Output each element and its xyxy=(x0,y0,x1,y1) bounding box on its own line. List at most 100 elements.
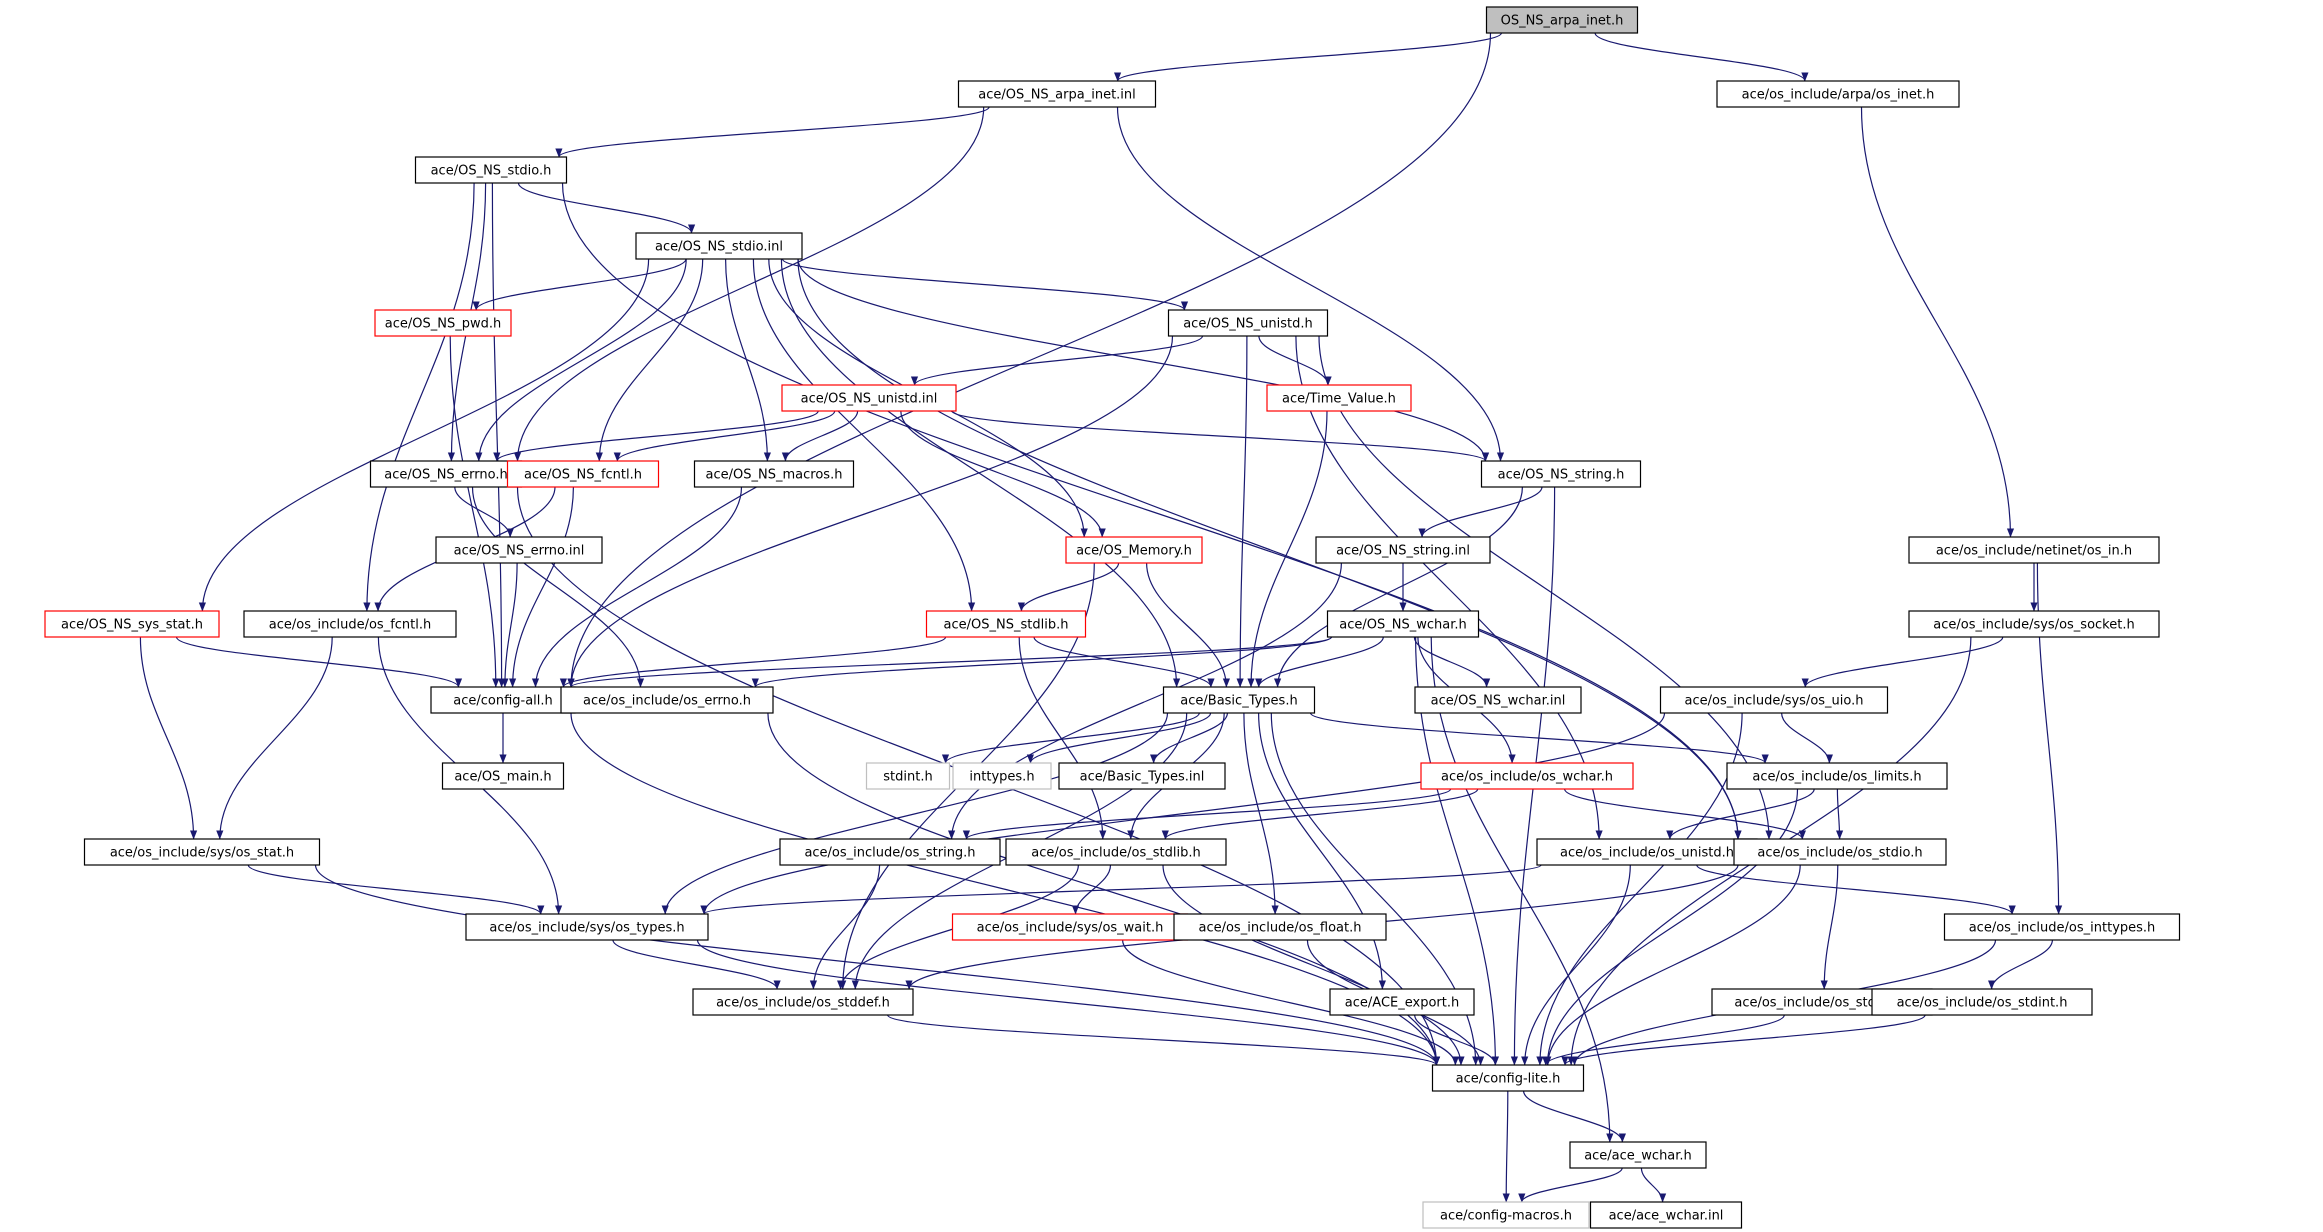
node-box xyxy=(1167,309,1329,337)
node-os-types[interactable]: ace/os_include/sys/os_types.h xyxy=(465,913,709,941)
node-config-macros[interactable]: ace/config-macros.h xyxy=(1422,1201,1590,1229)
node-ace-wchar[interactable]: ace/ace_wchar.h xyxy=(1569,1141,1707,1169)
node-label: ace/Time_Value.h xyxy=(1282,392,1396,407)
node-label: OS_NS_arpa_inet.h xyxy=(1501,14,1624,29)
node-netinet-in[interactable]: ace/os_include/netinet/os_in.h xyxy=(1908,536,2160,564)
node-box xyxy=(1420,762,1634,790)
edge-basic-types-to-inttypes-h xyxy=(1026,712,1212,764)
node-label: ace/os_include/os_stddef.h xyxy=(716,996,890,1011)
node-errno-h[interactable]: ace/OS_NS_errno.h xyxy=(369,460,523,488)
node-box xyxy=(957,80,1157,108)
nodes-layer: OS_NS_arpa_inet.h ace/OS_NS_arpa_inet.inl… xyxy=(44,6,2181,1229)
node-label: ace/os_include/sys/os_stat.h xyxy=(110,846,294,861)
edge-os-fcntl-to-os-sys-stat xyxy=(216,636,333,840)
node-os-stdio[interactable]: ace/os_include/os_stdio.h xyxy=(1733,838,1947,866)
node-basic-types[interactable]: ace/Basic_Types.h xyxy=(1162,686,1316,714)
node-string-h[interactable]: ace/OS_NS_string.h xyxy=(1480,460,1642,488)
edge-basic-types-to-ace-export xyxy=(1258,712,1386,990)
node-os-wchar[interactable]: ace/os_include/os_wchar.h xyxy=(1420,762,1634,790)
node-arpa-inl[interactable]: ace/OS_NS_arpa_inet.inl xyxy=(957,80,1157,108)
node-ace-wchar-inl[interactable]: ace/ace_wchar.inl xyxy=(1589,1201,1743,1229)
node-pwd[interactable]: ace/OS_NS_pwd.h xyxy=(374,309,512,337)
node-label: ace/OS_NS_unistd.h xyxy=(1183,317,1313,332)
node-box xyxy=(779,838,1001,866)
edge-basic-types-to-os-limits xyxy=(1309,712,1769,764)
edge-os-inttypes-to-os-stdint xyxy=(1988,939,2053,990)
node-box xyxy=(1315,536,1491,564)
node-os-stddef[interactable]: ace/os_include/os_stddef.h xyxy=(692,988,914,1016)
node-config-lite[interactable]: ace/config-lite.h xyxy=(1431,1064,1585,1092)
node-inttypes-h[interactable]: inttypes.h xyxy=(952,762,1052,790)
node-os-fcntl[interactable]: ace/os_include/os_fcntl.h xyxy=(243,610,457,638)
edge-stdlib-h-to-config-all xyxy=(559,636,947,688)
node-config-all[interactable]: ace/config-all.h xyxy=(430,686,576,714)
node-box xyxy=(865,762,951,790)
node-os-inttypes[interactable]: ace/os_include/os_inttypes.h xyxy=(1943,913,2181,941)
edge-ace-wchar-to-ace-wchar-inl xyxy=(1640,1167,1667,1203)
node-os-unistd[interactable]: ace/os_include/os_unistd.h xyxy=(1536,838,1758,866)
node-os-main[interactable]: ace/OS_main.h xyxy=(441,762,565,790)
node-box xyxy=(1908,610,2160,638)
node-wchar-inl[interactable]: ace/OS_NS_wchar.inl xyxy=(1414,686,1582,714)
node-ace-export[interactable]: ace/ACE_export.h xyxy=(1329,988,1475,1016)
edge-wchar-h-to-ace-wchar xyxy=(1430,636,1614,1143)
node-fcntl-h[interactable]: ace/OS_NS_fcntl.h xyxy=(506,460,660,488)
node-wchar-h[interactable]: ace/OS_NS_wchar.h xyxy=(1326,610,1480,638)
edge-string-h-to-string-inl xyxy=(1418,486,1543,538)
edge-os-uio-to-os-limits xyxy=(1781,712,1833,764)
node-os-stdlib[interactable]: ace/os_include/os_stdlib.h xyxy=(1005,838,1227,866)
node-box xyxy=(1733,838,1947,866)
node-label: ace/ACE_export.h xyxy=(1345,996,1459,1011)
edge-stdio-inl-to-unistd-h xyxy=(781,258,1188,311)
edge-pwd-to-config-all xyxy=(449,335,500,688)
node-os-wait[interactable]: ace/os_include/sys/os_wait.h xyxy=(951,913,1189,941)
edge-unistd-inl-to-fcntl-h xyxy=(613,410,836,462)
node-box xyxy=(506,460,660,488)
node-stdint-h[interactable]: stdint.h xyxy=(865,762,951,790)
node-box xyxy=(1659,686,1889,714)
edge-os-wchar-to-os-stdio xyxy=(1564,788,1806,840)
edge-os-limits-to-os-stdio xyxy=(1835,788,1844,840)
edge-stdio-h-to-stdio-inl xyxy=(517,182,696,234)
node-label: ace/os_include/os_stdlib.h xyxy=(1031,846,1200,861)
node-time-value[interactable]: ace/Time_Value.h xyxy=(1266,384,1412,412)
node-basic-types-inl[interactable]: ace/Basic_Types.inl xyxy=(1058,762,1226,790)
node-box xyxy=(1005,838,1227,866)
edge-memory-to-stdlib-h xyxy=(1017,562,1120,612)
node-os-socket[interactable]: ace/os_include/sys/os_socket.h xyxy=(1908,610,2160,638)
node-label: ace/os_include/sys/os_uio.h xyxy=(1685,694,1864,709)
node-os-inet[interactable]: ace/os_include/arpa/os_inet.h xyxy=(1716,80,1960,108)
edge-os-socket-to-os-uio xyxy=(1801,636,2004,688)
node-root[interactable]: OS_NS_arpa_inet.h xyxy=(1485,6,1639,34)
node-os-uio[interactable]: ace/os_include/sys/os_uio.h xyxy=(1659,686,1889,714)
node-unistd-inl[interactable]: ace/OS_NS_unistd.inl xyxy=(781,384,957,412)
node-label: ace/os_include/os_fcntl.h xyxy=(269,618,431,633)
edge-arpa-inl-to-errno-h xyxy=(513,106,985,462)
node-label: ace/os_include/os_stdarg.h xyxy=(1734,996,1909,1011)
node-unistd-h[interactable]: ace/OS_NS_unistd.h xyxy=(1167,309,1329,337)
node-box xyxy=(1329,988,1475,1016)
edge-unistd-inl-to-string-h xyxy=(951,410,1489,462)
node-stdlib-h[interactable]: ace/OS_NS_stdlib.h xyxy=(925,610,1087,638)
node-box xyxy=(781,384,957,412)
node-macros[interactable]: ace/OS_NS_macros.h xyxy=(693,460,855,488)
edge-stdio-inl-to-pwd xyxy=(472,258,687,311)
node-os-stdint[interactable]: ace/os_include/os_stdint.h xyxy=(1871,988,2093,1016)
node-sys-stat[interactable]: ace/OS_NS_sys_stat.h xyxy=(44,610,220,638)
node-label: ace/Basic_Types.h xyxy=(1180,694,1297,709)
node-stdio-inl[interactable]: ace/OS_NS_stdio.inl xyxy=(635,232,803,260)
node-os-errno[interactable]: ace/os_include/os_errno.h xyxy=(560,686,774,714)
edge-unistd-inl-to-memory xyxy=(900,410,1106,538)
edge-unistd-h-to-os-stdio xyxy=(1318,335,1773,840)
node-os-sys-stat[interactable]: ace/os_include/sys/os_stat.h xyxy=(83,838,321,866)
node-os-float[interactable]: ace/os_include/os_float.h xyxy=(1173,913,1387,941)
node-stdio-h[interactable]: ace/OS_NS_stdio.h xyxy=(414,156,568,184)
node-os-string[interactable]: ace/os_include/os_string.h xyxy=(779,838,1001,866)
edge-os-uio-to-os-types xyxy=(700,712,1666,915)
node-os-limits[interactable]: ace/os_include/os_limits.h xyxy=(1726,762,1948,790)
node-string-inl[interactable]: ace/OS_NS_string.inl xyxy=(1315,536,1491,564)
node-box xyxy=(560,686,774,714)
node-errno-inl[interactable]: ace/OS_NS_errno.inl xyxy=(435,536,603,564)
node-memory[interactable]: ace/OS_Memory.h xyxy=(1065,536,1203,564)
edge-os-wait-to-config-lite xyxy=(1122,939,1459,1066)
